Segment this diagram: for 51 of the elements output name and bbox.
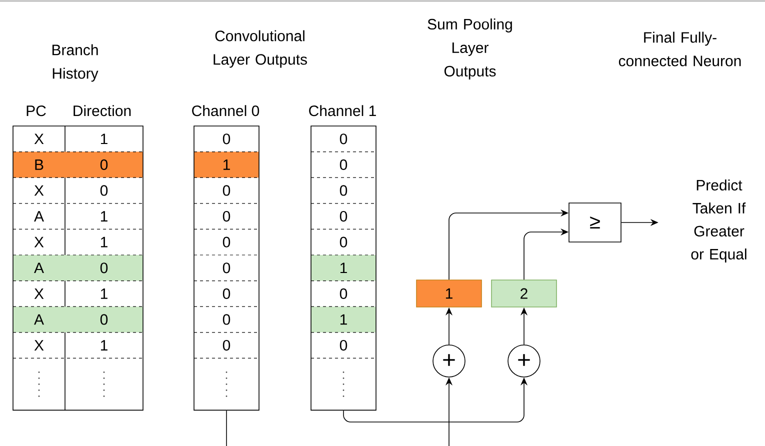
table-cell: A (34, 262, 44, 274)
channel-column (192, 105, 260, 411)
table-cell: 0 (222, 185, 230, 196)
table-cell: 0 (340, 340, 348, 351)
branch-history-table (12, 105, 144, 411)
table-cell: X (34, 134, 44, 144)
table-cell: A (34, 211, 44, 222)
table-cell: 0 (222, 134, 230, 144)
table-cell: 0 (340, 210, 348, 222)
stage-heading: Sum Pooling Layer Outputs (428, 18, 512, 80)
column-header: Direction (74, 105, 131, 116)
table-cell: 1 (340, 262, 347, 274)
table-cell: 0 (340, 159, 348, 170)
table-cell: 1 (100, 288, 108, 299)
table-cell: B (35, 160, 44, 170)
table-cell: 1 (223, 160, 230, 170)
table-cell: 1 (100, 134, 108, 144)
comparator-box: ≥ (568, 202, 622, 242)
sum-box: 2 (491, 280, 557, 308)
channel-column (309, 105, 376, 411)
table-cell: X (34, 340, 44, 350)
table-cell: 1 (100, 211, 108, 222)
table-cell: 0 (222, 210, 230, 222)
column-header: PC (26, 106, 46, 116)
table-cell: 1 (340, 314, 347, 325)
table-cell: 0 (222, 340, 230, 351)
table-cell: X (34, 185, 44, 196)
column-header: Channel 1 (309, 105, 376, 116)
table-cell: X (34, 288, 44, 299)
table-cell: A (34, 314, 44, 325)
table-cell: 0 (340, 236, 348, 248)
table-cell: 0 (100, 314, 108, 325)
table-cell: 0 (340, 134, 348, 144)
table-cell: 0 (222, 262, 230, 274)
stage-heading: Convolutional Layer Outputs (214, 30, 307, 68)
column-header: Channel 0 (192, 105, 260, 116)
stage-heading: Final Fully-connected Neuron (618, 32, 741, 66)
output-text: Predict Taken If Greater or Equal (691, 180, 746, 262)
table-cell: 1 (100, 340, 108, 350)
table-cell: X (34, 236, 44, 248)
table-cell: 0 (340, 185, 348, 196)
table-cell: 0 (100, 159, 108, 170)
table-cell: 0 (222, 236, 230, 248)
table-cell: 0 (340, 288, 348, 299)
table-cell: 0 (100, 262, 108, 274)
sum-box: 1 (416, 280, 482, 308)
table-cell: 0 (100, 185, 108, 196)
stage-heading: Branch History (52, 44, 98, 82)
table-cell: 0 (222, 314, 230, 325)
table-cell: 0 (222, 288, 230, 299)
table-cell: 1 (100, 236, 108, 248)
